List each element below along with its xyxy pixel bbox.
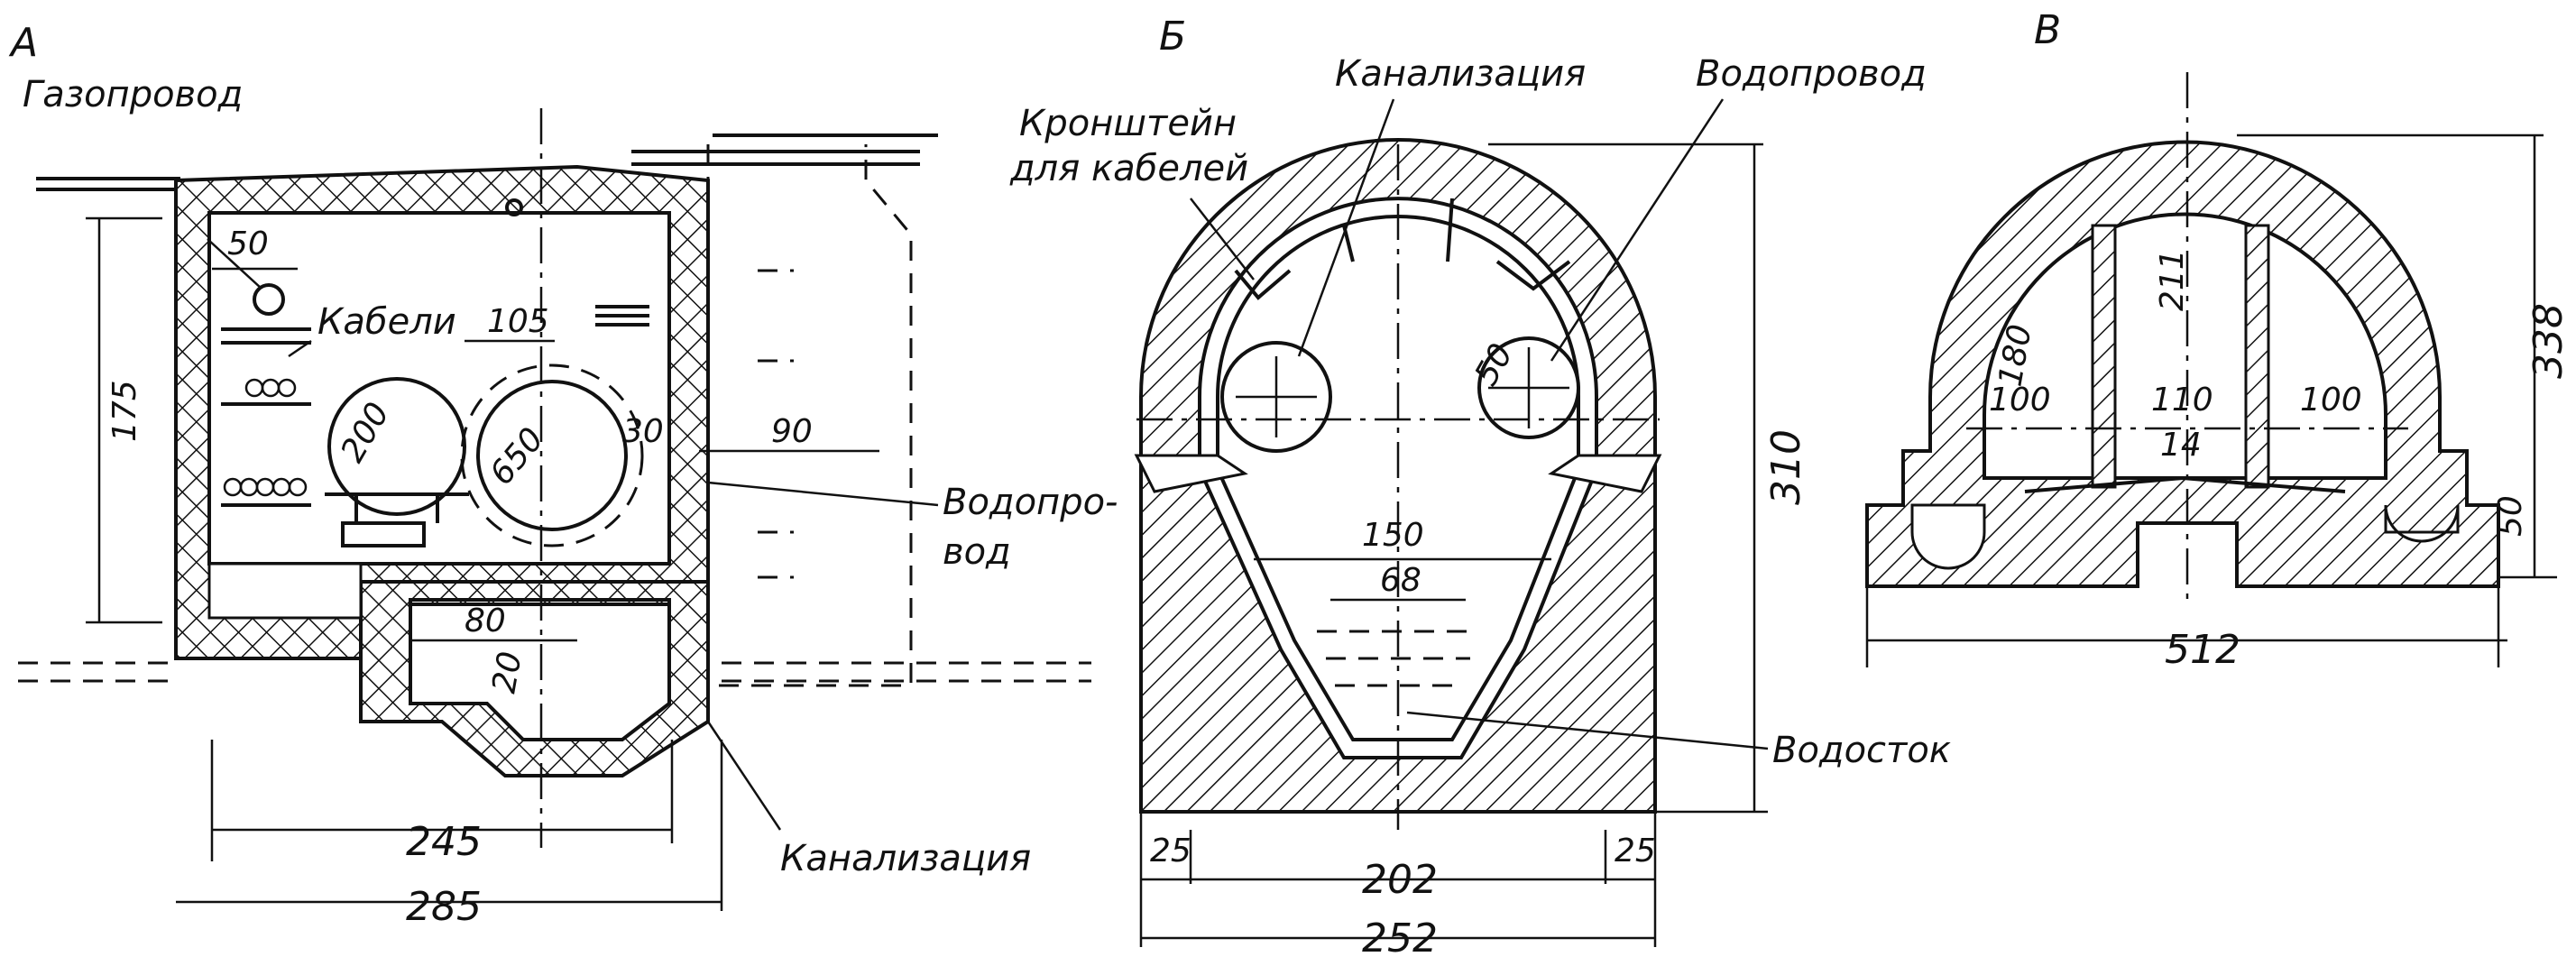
floor-slab — [2024, 475, 2346, 493]
dim-a-285: 285 — [406, 884, 482, 930]
water-level — [1317, 630, 1479, 687]
water-leader-b — [1550, 98, 1725, 362]
dim-v-14: 14 — [2160, 427, 2202, 464]
dim-a-30: 30 — [622, 413, 664, 450]
dim-v-338: 338 — [2525, 303, 2571, 379]
dim-b-25-left: 25 — [1150, 833, 1191, 869]
dim-b-68: 68 — [1380, 562, 1421, 599]
section-v-letter: В — [2034, 7, 2061, 53]
pipe-support — [325, 492, 469, 523]
dim-v-100-left: 100 — [1989, 382, 2051, 419]
section-b: Б Канализация Водопровод Кронштейн для к… — [1009, 14, 1951, 961]
dim-v-50: 50 — [2492, 495, 2529, 537]
dim-a-90: 90 — [771, 413, 813, 450]
ground-dash — [18, 661, 1091, 683]
gas-pipe-label: Газопровод — [23, 74, 243, 115]
dim-338-line — [2237, 133, 2557, 579]
dim-a-245: 245 — [406, 819, 482, 865]
dim-a-105: 105 — [487, 303, 549, 340]
water-label-b: Водопровод — [1696, 53, 1927, 95]
cables-label: Кабели — [317, 301, 456, 343]
section-v: В 180 211 100 110 100 14 338 50 512 — [1865, 7, 2571, 673]
dim-v-100-right: 100 — [2300, 382, 2362, 419]
channels — [1910, 503, 2460, 570]
dim-310-line — [1488, 143, 1768, 814]
sewer-label-b: Канализация — [1335, 53, 1586, 95]
dim-v-211: 211 — [2154, 249, 2191, 311]
gas-pipe — [253, 283, 285, 316]
dim-a-20: 20 — [485, 649, 529, 695]
collector-body — [1139, 138, 1657, 814]
gas-leader — [207, 238, 262, 290]
water-label-a2: вод — [943, 531, 1011, 573]
dim-a-175: 175 — [106, 380, 143, 442]
ground-line-right — [631, 133, 938, 166]
adjacent-structure — [706, 144, 913, 687]
bracket-leader — [1190, 198, 1255, 281]
sewer-leader-a — [706, 721, 782, 831]
sewer-channel-wall — [359, 580, 710, 777]
ledge-left — [1134, 454, 1248, 493]
dim-175-line — [86, 216, 162, 624]
dim-v-110: 110 — [2151, 382, 2213, 419]
water-label-a1: Водопро- — [943, 482, 1118, 523]
dim-b-252: 252 — [1362, 915, 1438, 961]
section-a: А Газопровод Кабели 50 — [8, 20, 1118, 930]
inner-step — [207, 562, 363, 620]
dim-v-512: 512 — [2165, 627, 2240, 673]
cable-group — [221, 305, 649, 507]
drain-leader — [1406, 711, 1769, 750]
pipe-200 — [327, 377, 466, 516]
pipe-650-outline — [460, 363, 644, 547]
dim-a-50: 50 — [227, 225, 269, 262]
small-opening — [505, 198, 523, 216]
pipe-base — [341, 521, 426, 547]
dim-512-line — [1865, 586, 2507, 667]
bracket-label-1: Кронштейн — [1019, 103, 1237, 144]
sewer-label-a: Канализация — [780, 838, 1031, 879]
water-leader-a — [707, 481, 939, 507]
bracket-label-2: для кабелей — [1009, 148, 1248, 189]
ground-line-left — [36, 177, 180, 191]
dim-245-line — [210, 740, 674, 861]
cable-brackets — [1234, 198, 1571, 300]
dim-a-80: 80 — [465, 603, 506, 639]
ledge-right — [1548, 454, 1662, 493]
sewer-pipe-cross — [1236, 356, 1317, 437]
water-pipe-cross — [1488, 347, 1569, 428]
section-a-letter: А — [8, 20, 38, 66]
dim-b-310: 310 — [1763, 429, 1809, 505]
dim-b-150: 150 — [1362, 517, 1424, 554]
dim-285-line — [176, 740, 723, 911]
drain-label: Водосток — [1772, 730, 1951, 771]
pipe-650 — [476, 380, 628, 531]
dim-b-202: 202 — [1362, 857, 1438, 903]
vault-body — [1865, 140, 2500, 588]
adjacent-steps — [758, 269, 794, 579]
partitions — [2091, 224, 2270, 489]
dim-b-25-right: 25 — [1615, 833, 1656, 869]
section-b-letter: Б — [1159, 14, 1186, 60]
cables-leader — [288, 339, 312, 358]
